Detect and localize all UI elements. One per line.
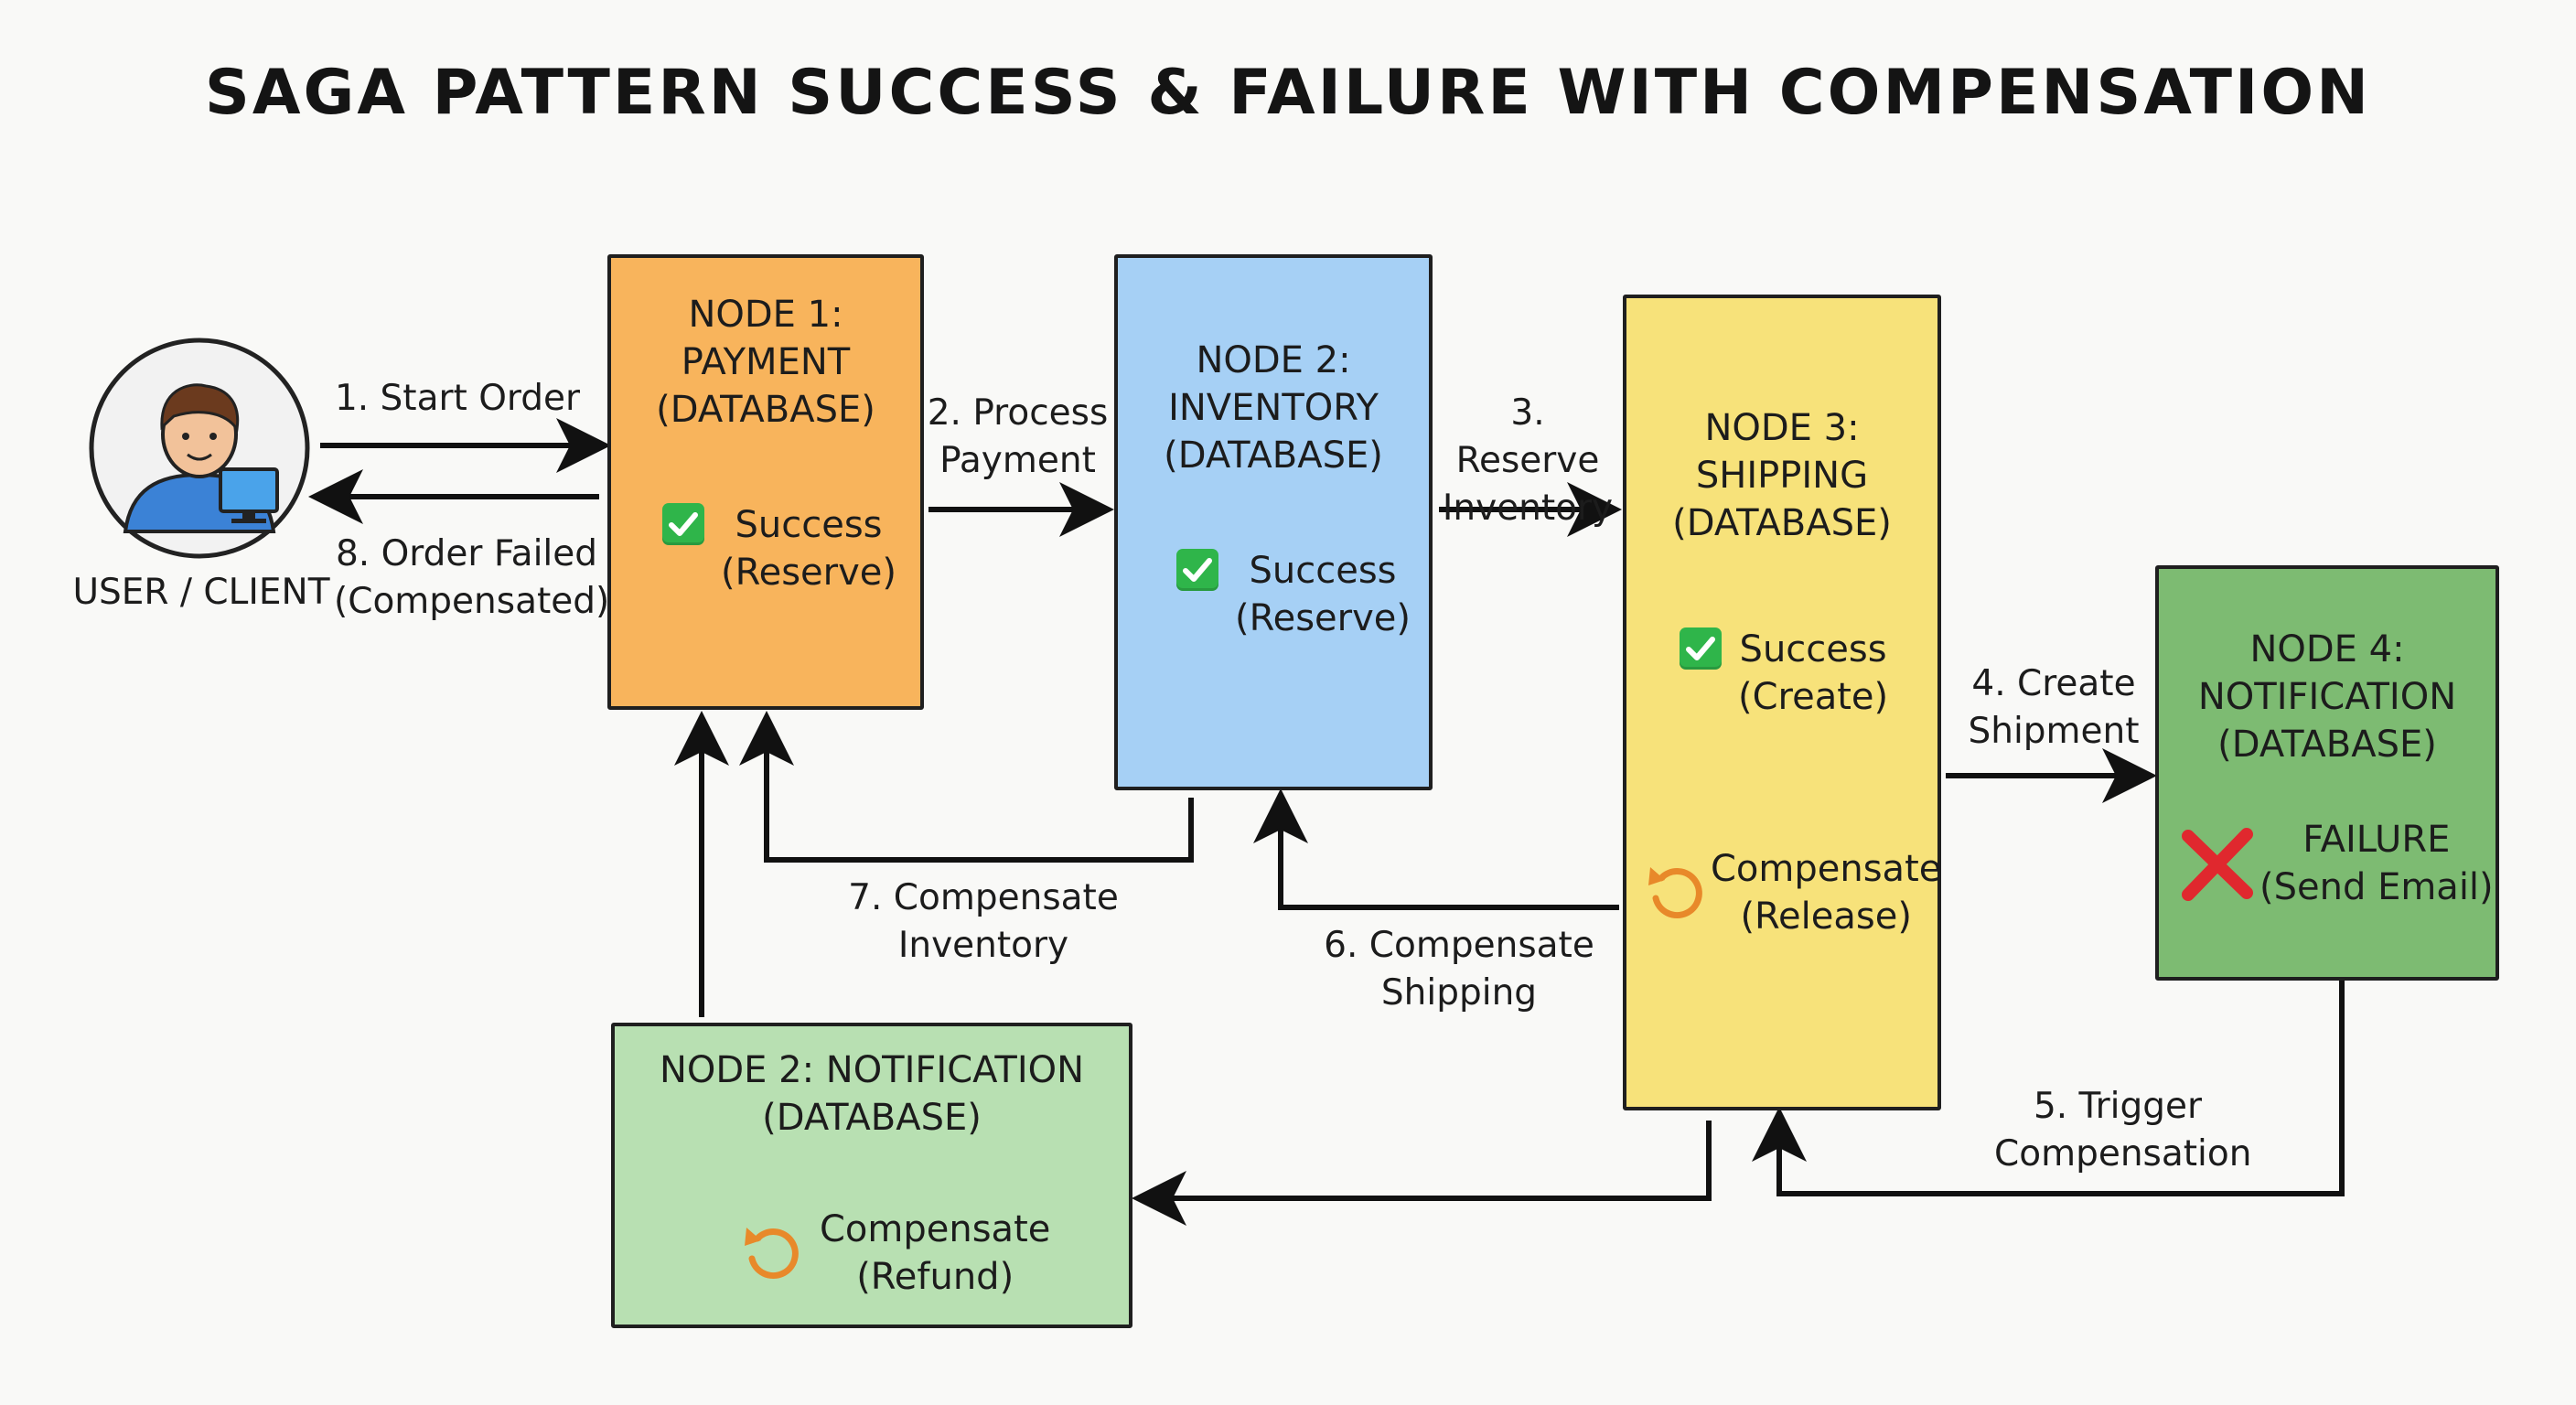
- check-mark-icon: [1176, 549, 1218, 595]
- check-mark-icon: [1680, 627, 1722, 673]
- node-inventory-status: Success (Reserve): [1235, 550, 1411, 639]
- step-3-label: 3. Reserve Inventory: [1442, 392, 1614, 529]
- cross-mark-icon: [2177, 823, 2258, 907]
- node-inventory-title: NODE 2: INVENTORY (DATABASE): [1164, 339, 1383, 477]
- arrow-compensate-shipping: [1253, 788, 1619, 910]
- node-shipping-compensate: Compensate (Release): [1711, 848, 1942, 938]
- node-shipping-status: Success (Create): [1738, 628, 1889, 718]
- node-notification: NODE 4: NOTIFICATION (DATABASE) FAILURE …: [2155, 565, 2499, 981]
- user-avatar-icon: [87, 336, 312, 561]
- step-1-label: 1. Start Order: [334, 378, 581, 419]
- step-8-label: 8. Order Failed (Compensated): [334, 533, 610, 622]
- step-4-label: 4. Create Shipment: [1968, 663, 2140, 752]
- node-shipping-title: NODE 3: SHIPPING (DATABASE): [1672, 407, 1892, 544]
- diagram-title: SAGA PATTERN SUCCESS & FAILURE WITH COMP…: [204, 57, 2372, 129]
- step-7-label: 7. Compensate Inventory: [848, 877, 1119, 966]
- node-payment: NODE 1: PAYMENT (DATABASE) Success (Rese…: [607, 254, 924, 710]
- node-notification-title: NODE 4: NOTIFICATION (DATABASE): [2197, 628, 2457, 766]
- node-notification-compensation-title: NODE 2: NOTIFICATION (DATABASE): [659, 1049, 1085, 1139]
- arrow-compensate-inventory: [739, 711, 1194, 863]
- node-notification-compensation: NODE 2: NOTIFICATION (DATABASE) Compensa…: [611, 1023, 1132, 1328]
- arrow-trigger-compensation: [1752, 981, 2345, 1196]
- node-payment-status: Success (Reserve): [721, 504, 896, 594]
- node-notification-status: FAILURE (Send Email): [2259, 819, 2494, 908]
- step-2-label: 2. Process Payment: [927, 392, 1109, 481]
- step-5-label: 5. Trigger Compensation: [1994, 1086, 2252, 1174]
- arrow-to-refund: [1132, 1121, 1712, 1226]
- undo-arrow-icon: [739, 1218, 803, 1286]
- check-mark-icon: [662, 503, 704, 549]
- step-6-label: 6. Compensate Shipping: [1324, 925, 1594, 1014]
- node-shipping: NODE 3: SHIPPING (DATABASE) Success (Cre…: [1623, 295, 1941, 1110]
- node-notification-compensation-status: Compensate (Refund): [820, 1208, 1051, 1298]
- user-client-label: USER / CLIENT: [72, 572, 330, 613]
- undo-arrow-icon: [1643, 858, 1707, 926]
- node-payment-title: NODE 1: PAYMENT (DATABASE): [656, 294, 875, 431]
- node-inventory: NODE 2: INVENTORY (DATABASE) Success (Re…: [1114, 254, 1433, 790]
